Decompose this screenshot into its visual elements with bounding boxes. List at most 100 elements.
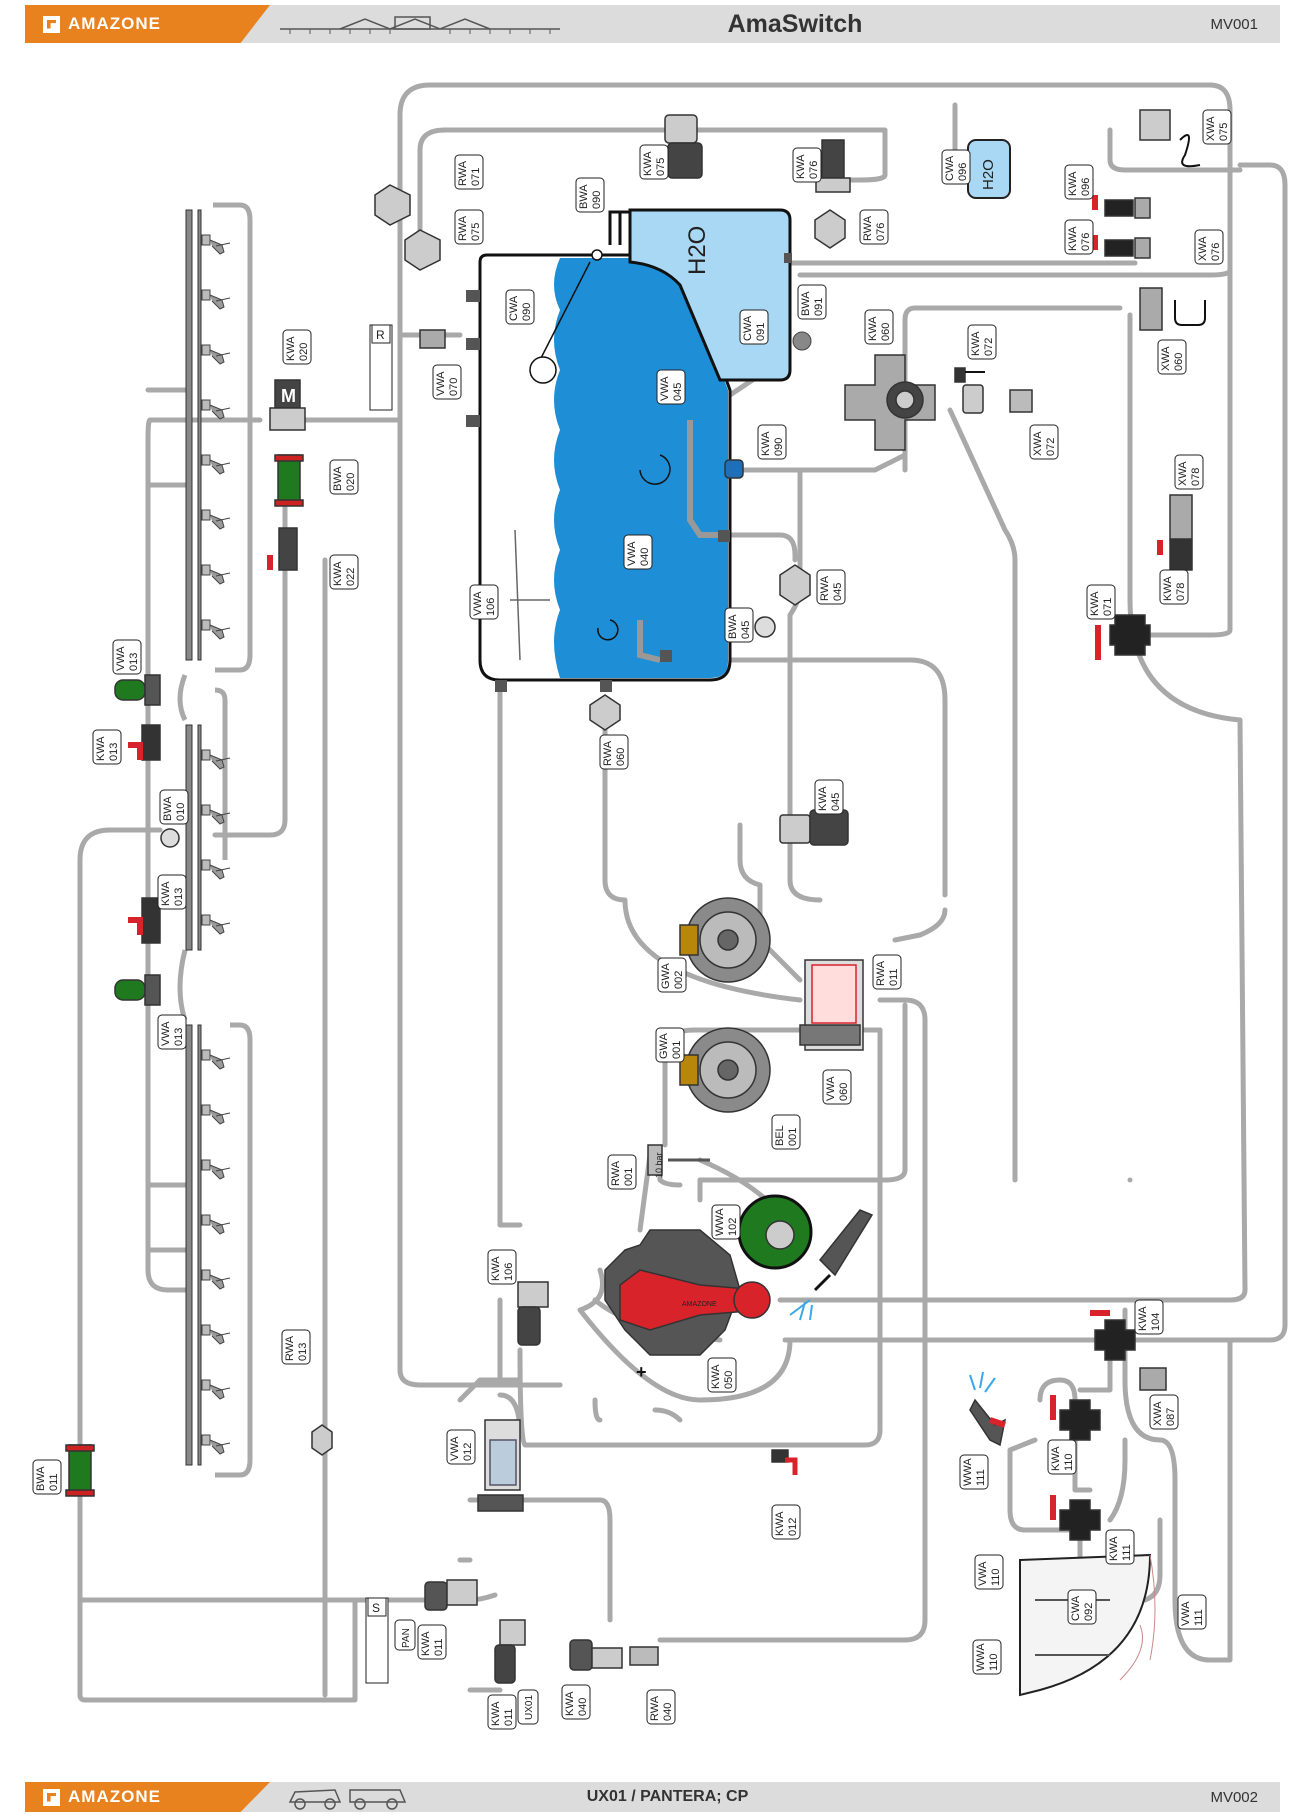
component-label-number: 040	[639, 548, 651, 566]
component-label-code: CWA	[944, 155, 956, 181]
fresh-tank-label: H2O	[684, 226, 711, 275]
component-label-code: KWA	[285, 336, 297, 361]
component-label-code: XWA	[1160, 346, 1172, 371]
component-label-code: RWA	[457, 160, 469, 186]
component-label-code: XWA	[1205, 116, 1217, 141]
component-label-code: RWA	[649, 1695, 661, 1721]
component-label-code: RWA	[819, 575, 831, 601]
component-label-code: KWA	[760, 431, 772, 456]
component-label-number: 011	[888, 968, 900, 986]
amazone-logo-mark-icon	[43, 15, 60, 33]
footer-code: MV002	[1210, 1788, 1258, 1806]
component-label-number: 087	[1165, 1408, 1177, 1426]
component-label-code: VWA	[435, 371, 447, 396]
component-label-code: KWA	[1162, 576, 1174, 601]
sprayer-vehicle-icon	[288, 1789, 407, 1810]
component-label-code: VWA	[1180, 1601, 1192, 1626]
component-label-code: KWA	[1067, 171, 1079, 196]
component-label-number: 011	[433, 1638, 445, 1656]
component-label-number: 013	[297, 1343, 309, 1361]
component-label-code: VWA	[160, 1021, 172, 1046]
component-label-code: KWA	[1137, 1306, 1149, 1331]
component-label-number: 011	[503, 1708, 515, 1726]
component-label-code: WWA	[962, 1458, 974, 1486]
tag-s: S	[372, 1601, 380, 1615]
component-label-number: 106	[503, 1263, 515, 1281]
component-label-number: 076	[875, 223, 887, 241]
component-label-code: BWA	[35, 1466, 47, 1491]
component-label-number: 096	[957, 163, 969, 181]
component-label-code: KWA	[970, 331, 982, 356]
component-label-number: 001	[623, 1168, 635, 1186]
component-label-number: 090	[773, 438, 785, 456]
component-label-number: 072	[983, 338, 995, 356]
component-label-code: CWA	[742, 315, 754, 341]
component-label-number: 045	[832, 583, 844, 601]
components: M	[65, 109, 1206, 1697]
amazone-logo-footer: AMAZONE	[25, 1782, 270, 1812]
component-label-number: 092	[1083, 1603, 1095, 1621]
component-label-code: BWA	[332, 466, 344, 491]
component-label-number: 060	[838, 1083, 850, 1101]
component-label-number: 075	[1218, 123, 1230, 141]
component-label-number: 110	[990, 1568, 1002, 1586]
component-label-number: 076	[808, 161, 820, 179]
component-label-code: BWA	[578, 184, 590, 209]
component-label-code: VWA	[626, 541, 638, 566]
footer-brand: AMAZONE	[68, 1787, 161, 1806]
component-label-code: VWA	[659, 376, 671, 401]
component-label-number: 104	[1150, 1313, 1162, 1331]
component-label-code: KWA	[1050, 1446, 1062, 1471]
mode-tags: R S PAN UX01	[365, 324, 539, 1725]
component-label-number: 013	[128, 653, 140, 671]
component-label-code: KWA	[795, 154, 807, 179]
component-label-number: 110	[1063, 1453, 1075, 1471]
component-label-code: KWA	[774, 1511, 786, 1536]
component-label-code: BWA	[727, 614, 739, 639]
component-label-code: RWA	[875, 960, 887, 986]
component-label-number: 106	[485, 598, 497, 616]
component-label-number: 096	[1080, 178, 1092, 196]
component-label-number: 013	[173, 1028, 185, 1046]
component-label-code: RWA	[284, 1335, 296, 1361]
component-label-code: GWA	[658, 1032, 670, 1059]
component-label-code: CWA	[1070, 1595, 1082, 1621]
tag-ux01: UX01	[524, 1695, 535, 1720]
component-label-code: VWA	[449, 1436, 461, 1461]
tag-pan: PAN	[401, 1628, 412, 1648]
component-label-number: 040	[577, 1698, 589, 1716]
component-label-code: KWA	[1089, 591, 1101, 616]
component-label-number: 013	[108, 743, 120, 761]
component-label-number: 091	[755, 323, 767, 341]
component-label-code: RWA	[862, 215, 874, 241]
component-label-number: 076	[1080, 233, 1092, 251]
